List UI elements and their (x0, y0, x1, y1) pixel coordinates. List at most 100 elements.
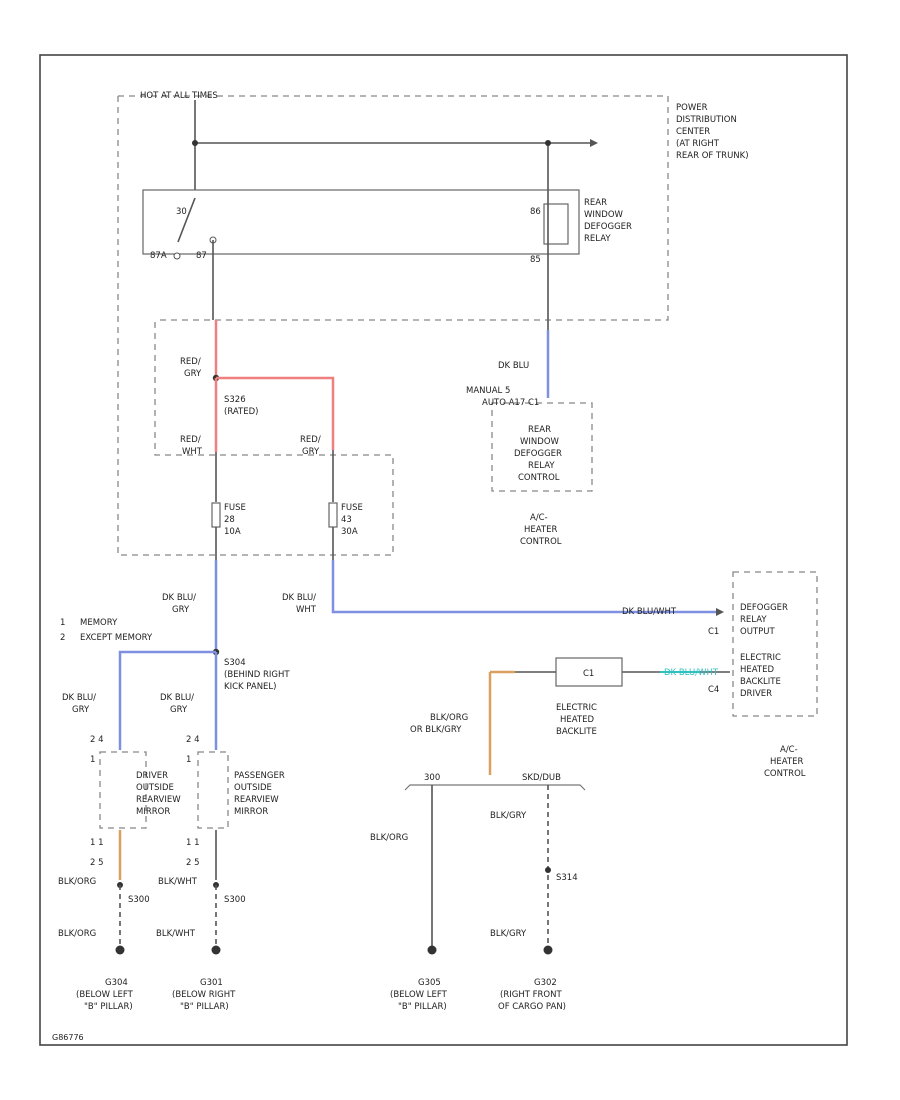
svg-text:G302: G302 (534, 978, 557, 988)
svg-text:30A: 30A (341, 527, 358, 537)
svg-text:AUTO A17 C1: AUTO A17 C1 (482, 398, 539, 408)
pdc-title: POWER DISTRIBUTION CENTER (AT RIGHT REAR… (676, 103, 749, 161)
passenger-mirror-pins-bottom: 1 1 2 5 (186, 838, 200, 868)
passenger-mirror-wire-bottom: BLK/WHT (158, 877, 198, 887)
svg-text:43: 43 (341, 515, 352, 525)
hot-label: HOT AT ALL TIMES (140, 91, 218, 101)
legend: 1 MEMORY 2 EXCEPT MEMORY (60, 618, 153, 643)
wire-dk-blu-wht-long-label: DK BLU/WHT (622, 607, 677, 617)
mirror-feed-left (118, 650, 216, 750)
svg-text:KICK PANEL): KICK PANEL) (224, 682, 276, 692)
hot-node-right (545, 140, 551, 146)
relay-pin-87a: 87A (150, 251, 167, 261)
hvac-relay-ctrl-box (491, 402, 593, 492)
relay-title: REAR WINDOW DEFOGGER RELAY (584, 198, 632, 244)
wire-dk-blu-gry-label: DK BLU/ GRY (162, 593, 196, 615)
svg-text:DK BLU/: DK BLU/ (160, 693, 194, 703)
relay-pin-86: 86 (530, 207, 541, 217)
svg-text:OUTSIDE: OUTSIDE (136, 783, 174, 793)
svg-text:CONTROL: CONTROL (764, 769, 806, 779)
passenger-mirror-box (197, 751, 229, 829)
ground-g304-label: G304 (BELOW LEFT "B" PILLAR) (76, 978, 134, 1012)
svg-text:REARVIEW: REARVIEW (136, 795, 181, 805)
svg-text:RED/: RED/ (300, 435, 321, 445)
hot-node-left (192, 140, 198, 146)
diagram-id: G86776 (52, 1033, 84, 1042)
svg-text:CENTER: CENTER (676, 127, 710, 137)
svg-text:RED/: RED/ (180, 357, 201, 367)
relay-pin-nc (173, 252, 181, 260)
backlite-box-label: C1 (583, 669, 594, 679)
ground-split (404, 784, 586, 791)
svg-text:GRY: GRY (184, 369, 202, 379)
svg-text:"B" PILLAR): "B" PILLAR) (180, 1002, 229, 1012)
right-ground-wire-bottom-label: BLK/GRY (490, 929, 527, 939)
svg-text:G305: G305 (418, 978, 441, 988)
svg-text:WINDOW: WINDOW (520, 437, 560, 447)
dk-blu-wht-wire (331, 560, 716, 614)
svg-text:OUTSIDE: OUTSIDE (234, 783, 272, 793)
svg-text:GRY: GRY (302, 447, 320, 457)
svg-text:DRIVER: DRIVER (136, 771, 168, 781)
fuse-28 (211, 502, 221, 528)
svg-text:FUSE: FUSE (341, 503, 363, 513)
passenger-mirror-pins-top: 2 4 1 (186, 735, 200, 765)
svg-text:CONTROL: CONTROL (518, 473, 560, 483)
passenger-mirror-label: PASSENGER OUTSIDE REARVIEW MIRROR (234, 771, 285, 817)
hvac-module-label: A/C- HEATER CONTROL (520, 513, 562, 547)
pdc-boundary (118, 95, 669, 321)
svg-text:RELAY: RELAY (528, 461, 555, 471)
svg-text:1: 1 (60, 618, 65, 628)
ac-pin-c4: C4 (708, 685, 719, 695)
svg-text:BACKLITE: BACKLITE (740, 677, 781, 687)
relay-pin-85: 85 (530, 255, 541, 265)
svg-text:DK BLU/: DK BLU/ (282, 593, 316, 603)
backlite-wire-label: BLK/ORG OR BLK/GRY (410, 713, 468, 735)
driver-mirror-box (99, 751, 147, 829)
svg-text:MIRROR: MIRROR (136, 807, 170, 817)
svg-text:2 4: 2 4 (90, 735, 104, 745)
passenger-mirror-wire-top: DK BLU/ GRY (160, 693, 194, 715)
svg-text:DK BLU/: DK BLU/ (62, 693, 96, 703)
svg-text:DRIVER: DRIVER (740, 689, 772, 699)
hvac-relay-ctrl-label: REAR WINDOW DEFOGGER RELAY CONTROL (514, 425, 562, 483)
wire-dk-blu-wht-label: DK BLU/ WHT (282, 593, 317, 615)
ac-driver-label: ELECTRIC HEATED BACKLITE DRIVER (740, 653, 781, 699)
svg-text:A/C-: A/C- (530, 513, 548, 523)
svg-text:GRY: GRY (172, 605, 190, 615)
svg-text:RELAY: RELAY (740, 615, 767, 625)
svg-text:OUTPUT: OUTPUT (740, 627, 775, 637)
pdc-boundary-left (117, 96, 394, 556)
svg-text:(RIGHT FRONT: (RIGHT FRONT (500, 990, 562, 1000)
svg-text:(BEHIND RIGHT: (BEHIND RIGHT (224, 670, 290, 680)
svg-text:BLK/ORG: BLK/ORG (430, 713, 468, 723)
svg-text:HEATED: HEATED (560, 715, 594, 725)
svg-text:2 4: 2 4 (186, 735, 200, 745)
svg-text:28: 28 (224, 515, 235, 525)
svg-text:MANUAL 5: MANUAL 5 (466, 386, 510, 396)
wire-red-gry-label: RED/ GRY (180, 357, 202, 379)
svg-text:2 5: 2 5 (90, 858, 104, 868)
driver-mirror-label: DRIVER OUTSIDE REARVIEW MIRROR (136, 771, 181, 817)
svg-text:WHT: WHT (296, 605, 317, 615)
svg-text:DISTRIBUTION: DISTRIBUTION (676, 115, 737, 125)
svg-text:REAR: REAR (528, 425, 551, 435)
svg-text:(BELOW RIGHT: (BELOW RIGHT (172, 990, 236, 1000)
hvac-dk-blu-label: DK BLU (498, 361, 529, 371)
ground-right-tag: SKD/DUB (522, 773, 561, 783)
splice-s314-label: S314 (556, 873, 578, 883)
svg-text:A/C-: A/C- (780, 745, 798, 755)
relay-switch (177, 197, 196, 243)
svg-text:REAR OF TRUNK): REAR OF TRUNK) (676, 151, 749, 161)
relay-pin-30: 30 (176, 207, 187, 217)
wire-red-gry2-label: RED/ GRY (300, 435, 321, 457)
svg-text:HEATER: HEATER (524, 525, 557, 535)
fuse-28-label: FUSE 28 10A (224, 503, 246, 537)
ground-g302 (543, 945, 553, 955)
passenger-ground-wire-label: BLK/WHT (156, 929, 196, 939)
svg-text:DEFOGGER: DEFOGGER (584, 222, 632, 232)
backlite-title: ELECTRIC HEATED BACKLITE (556, 703, 597, 737)
svg-text:DEFOGGER: DEFOGGER (740, 603, 788, 613)
svg-text:OF CARGO PAN): OF CARGO PAN) (498, 1002, 566, 1012)
ac-output-label: DEFOGGER RELAY OUTPUT (740, 603, 788, 637)
